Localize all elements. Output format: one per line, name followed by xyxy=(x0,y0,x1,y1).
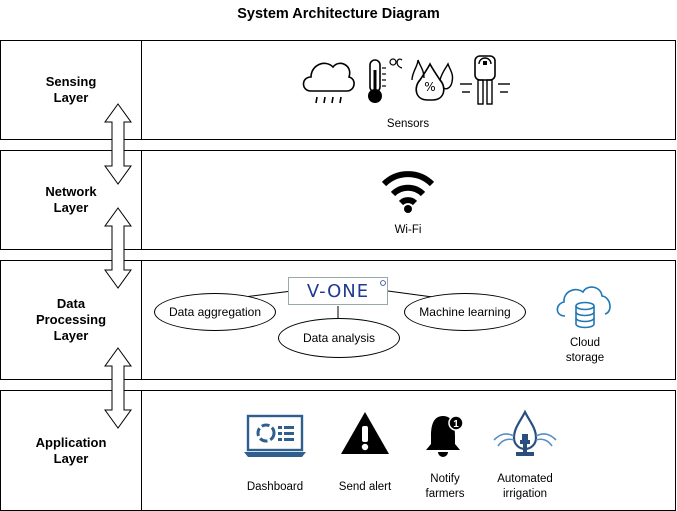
send-alert-caption: Send alert xyxy=(338,481,392,493)
bell-icon: 1 xyxy=(426,415,464,457)
soil-moisture-probe-icon xyxy=(460,55,510,105)
cloud-storage-icon xyxy=(556,286,611,329)
data-aggregation-node: Data aggregation xyxy=(154,293,276,331)
network-layer: Network Layer xyxy=(0,150,676,250)
double-arrow-processing-application xyxy=(104,347,132,429)
irrigation-icon xyxy=(493,409,557,456)
application-layer-label: Application Layer xyxy=(1,391,142,510)
sensing-layer-label: Sensing Layer xyxy=(1,41,142,139)
thermometer-icon xyxy=(368,58,403,103)
data-analysis-node: Data analysis xyxy=(278,318,400,358)
v-one-logo: V-ONE xyxy=(288,277,388,305)
notify-farmers-caption: Notify farmers xyxy=(425,473,465,500)
network-layer-label: Network Layer xyxy=(1,151,142,249)
wifi-caption: Wi-Fi xyxy=(394,224,422,236)
registered-mark-icon xyxy=(380,280,386,286)
cloud-storage-caption: Cloud storage xyxy=(565,337,605,364)
machine-learning-node: Machine learning xyxy=(404,293,526,331)
v-one-logo-text: V-ONE xyxy=(306,280,370,302)
sensors-caption: Sensors xyxy=(386,118,430,130)
svg-text:%: % xyxy=(424,80,435,94)
dashboard-caption: Dashboard xyxy=(246,481,304,493)
warning-icon xyxy=(341,412,389,454)
data-analysis-label: Data analysis xyxy=(302,331,376,345)
double-arrow-network-processing xyxy=(104,207,132,289)
bell-badge-count: 1 xyxy=(453,419,459,430)
automated-irrigation-caption: Automated irrigation xyxy=(497,473,553,500)
diagram-title: System Architecture Diagram xyxy=(237,6,440,22)
data-aggregation-label: Data aggregation xyxy=(168,305,262,319)
dashboard-icon xyxy=(244,414,306,457)
cloud-rain-icon xyxy=(302,62,355,104)
machine-learning-label: Machine learning xyxy=(419,305,511,319)
wifi-icon xyxy=(381,171,435,213)
humidity-icon: % xyxy=(411,59,454,101)
data-processing-layer-label: Data Processing Layer xyxy=(1,261,142,379)
double-arrow-sensing-network xyxy=(104,103,132,185)
